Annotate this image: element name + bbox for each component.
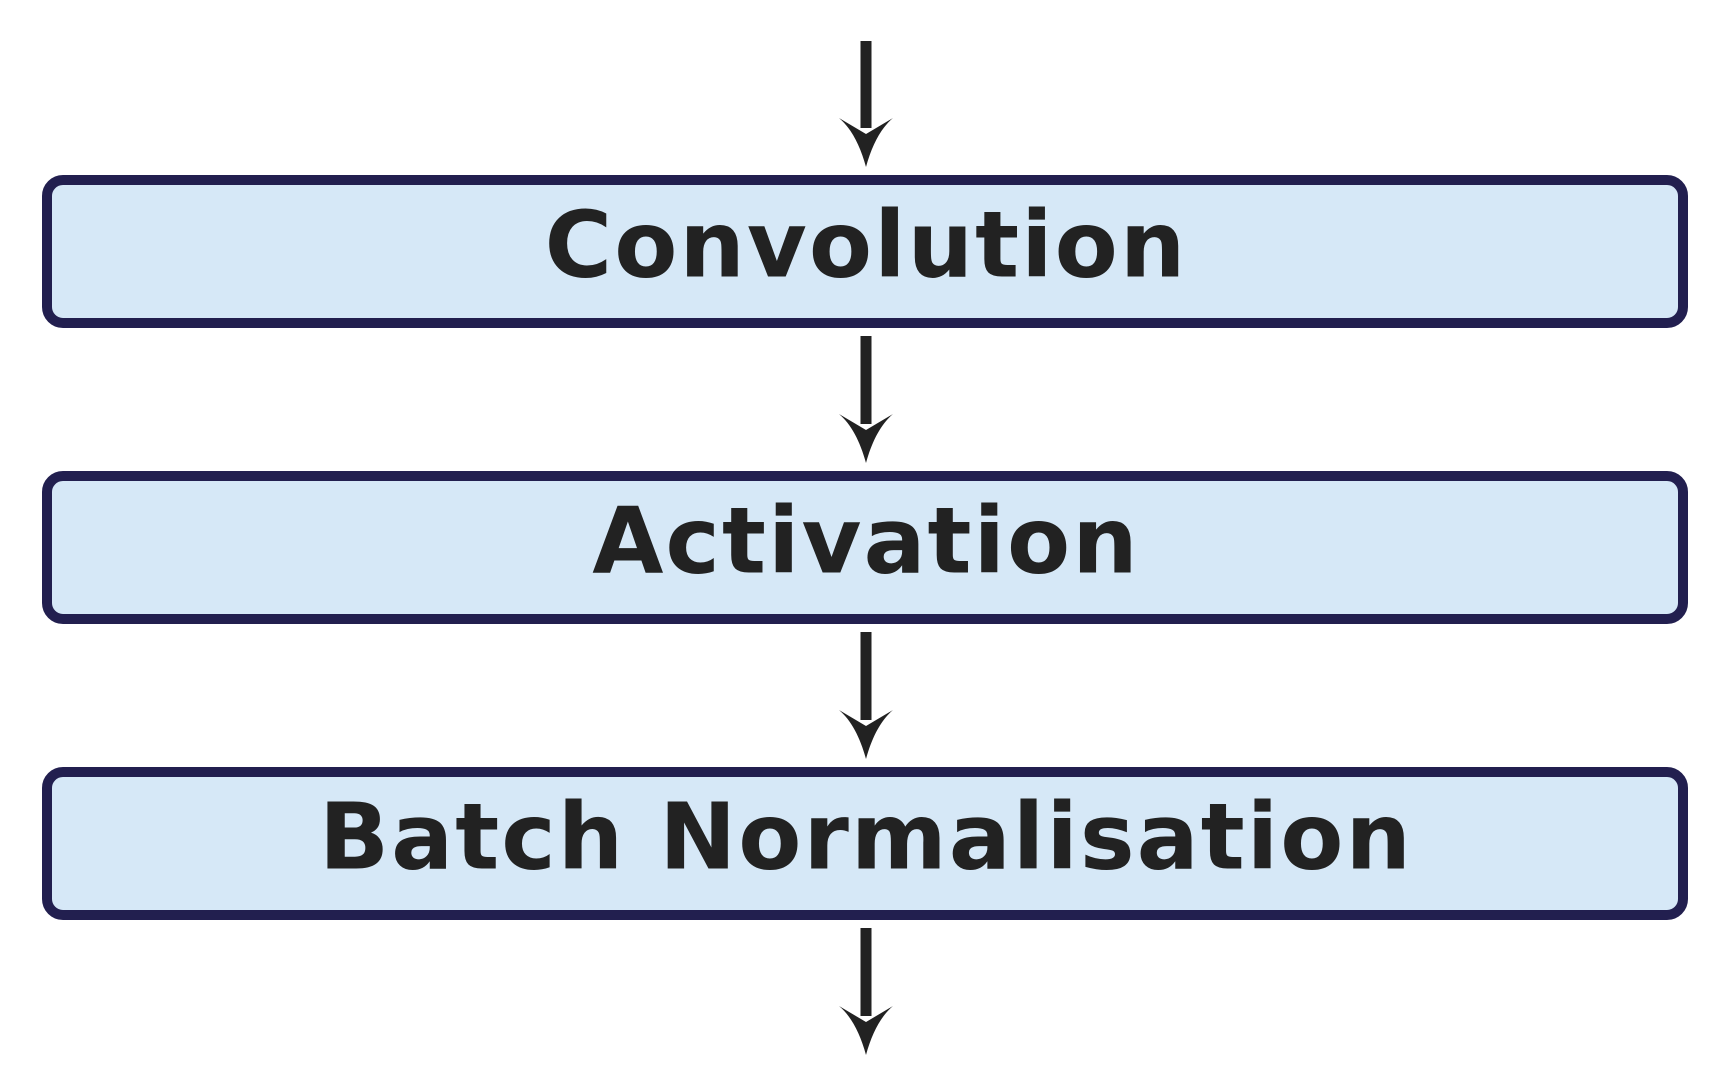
arrow-convolution-to-activation bbox=[839, 336, 893, 463]
node-convolution: Convolution bbox=[42, 175, 1688, 328]
arrow-activation-to-batch-normalisation bbox=[839, 632, 893, 759]
node-batch-normalisation: Batch Normalisation bbox=[42, 767, 1688, 920]
node-activation: Activation bbox=[42, 471, 1688, 624]
node-label-batch-normalisation: Batch Normalisation bbox=[319, 783, 1413, 890]
node-label-activation: Activation bbox=[592, 487, 1140, 594]
arrow-input bbox=[839, 41, 893, 167]
node-label-convolution: Convolution bbox=[545, 191, 1188, 298]
arrow-output bbox=[839, 928, 893, 1055]
